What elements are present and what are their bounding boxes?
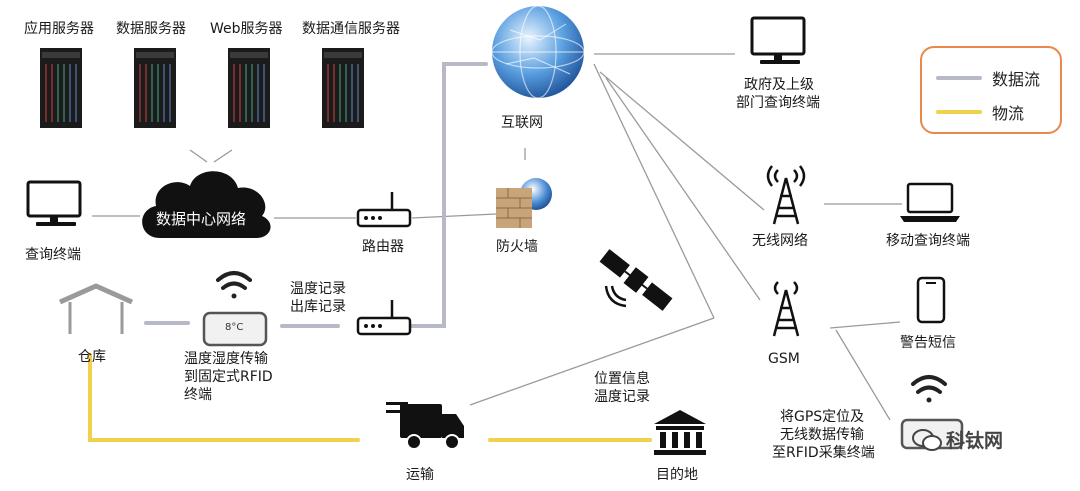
- server-rack-icon: [40, 48, 82, 128]
- smartphone-icon: [916, 276, 946, 324]
- internet-label: 互联网: [501, 115, 543, 131]
- watermark: 科钛网: [912, 426, 1003, 453]
- alert-sms-label: 警告短信: [900, 335, 956, 351]
- firewall-icon: [496, 178, 552, 228]
- router-icon: [356, 300, 412, 336]
- record-label-line2: 出库记录: [290, 299, 346, 315]
- record-label-line1: 温度记录: [290, 281, 346, 297]
- temp-sensor-label-line2: 到固定式RFID: [184, 369, 273, 385]
- server-rack-icon: [134, 48, 176, 128]
- mobile-terminal-label: 移动查询终端: [886, 233, 970, 249]
- globe-icon: [491, 5, 585, 99]
- gps-label-line1: 将GPS定位及: [780, 409, 865, 425]
- wifi-icon: [216, 271, 252, 299]
- temperature-sensor-icon: [202, 311, 268, 347]
- transport-label: 运输: [406, 467, 434, 483]
- server-label-data: 数据服务器: [116, 21, 186, 37]
- server-rack-icon: [322, 48, 364, 128]
- legend-swatch-data-flow: [936, 76, 982, 80]
- router-label: 路由器: [362, 239, 404, 255]
- laptop-icon: [900, 182, 960, 222]
- position-label-line2: 温度记录: [594, 389, 650, 405]
- server-label-app: 应用服务器: [24, 21, 94, 37]
- position-label-line1: 位置信息: [594, 371, 650, 387]
- temperature-reading: 8°C: [225, 322, 244, 333]
- legend: 数据流 物流: [920, 46, 1062, 134]
- radio-tower-icon: [766, 165, 806, 225]
- warehouse-label: 仓库: [78, 349, 106, 365]
- temp-sensor-label-line1: 温度湿度传输: [184, 351, 268, 367]
- radio-tower-icon: [772, 281, 800, 337]
- gsm-label: GSM: [768, 351, 800, 367]
- bank-building-icon: [654, 410, 706, 455]
- destination-label: 目的地: [656, 467, 698, 483]
- data-flow-lines: [144, 62, 488, 328]
- legend-item-logistics-flow: 物流: [936, 100, 1024, 124]
- server-label-web: Web服务器: [210, 21, 283, 37]
- server-label-comm: 数据通信服务器: [302, 21, 400, 37]
- warehouse-icon: [58, 283, 134, 334]
- gov-terminal-label-line2: 部门查询终端: [736, 95, 820, 111]
- gps-label-line2: 无线数据传输: [780, 427, 864, 443]
- temp-sensor-label-line3: 终端: [184, 387, 212, 403]
- desktop-monitor-icon: [750, 16, 806, 64]
- gps-label-line3: 至RFID采集终端: [772, 445, 875, 461]
- logistics-flow-lines: [88, 353, 652, 442]
- legend-label-logistics-flow: 物流: [992, 104, 1025, 123]
- connector-lines: [92, 53, 902, 421]
- cloud-icon: [142, 171, 271, 238]
- legend-swatch-logistics-flow: [936, 110, 982, 114]
- desktop-monitor-icon: [26, 180, 82, 226]
- query-terminal-label: 查询终端: [25, 247, 81, 263]
- legend-label-data-flow: 数据流: [992, 70, 1041, 89]
- wifi-icon: [911, 375, 947, 403]
- truck-icon: [386, 402, 464, 450]
- satellite-icon: [599, 249, 673, 311]
- gov-terminal-label-line1: 政府及上级: [744, 77, 814, 93]
- watermark-text: 科钛网: [946, 430, 1004, 452]
- firewall-label: 防火墙: [496, 239, 538, 255]
- server-rack-icon: [228, 48, 270, 128]
- wireless-label: 无线网络: [752, 233, 808, 249]
- wechat-icon: [912, 428, 942, 451]
- router-icon: [356, 192, 412, 228]
- legend-item-data-flow: 数据流: [936, 66, 1040, 90]
- data-center-label: 数据中心网络: [156, 210, 247, 228]
